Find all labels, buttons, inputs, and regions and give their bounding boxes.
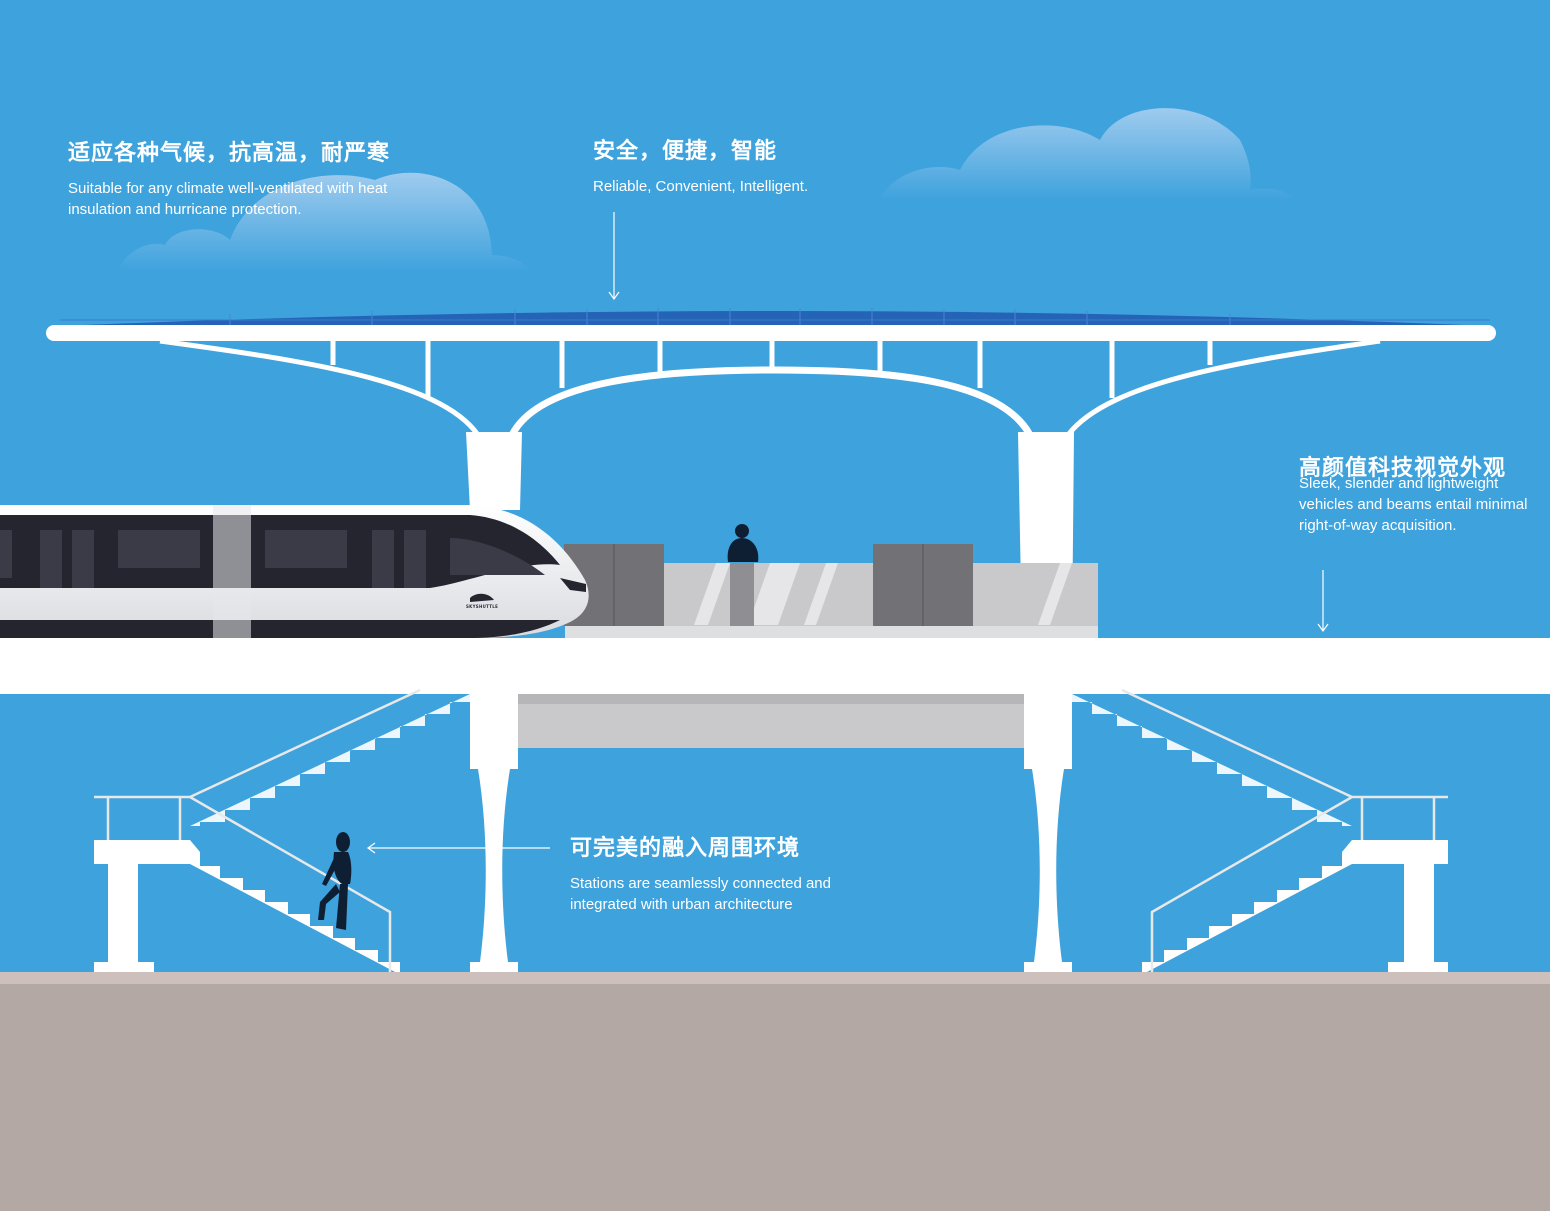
down-arrow-icon bbox=[1317, 570, 1329, 633]
callout-safety: 安全，便捷，智能 Reliable, Convenient, Intellige… bbox=[593, 138, 893, 197]
staircase-right bbox=[1072, 694, 1448, 972]
ground bbox=[0, 984, 1550, 1211]
callout-design-desc: Sleek, slender and lightweight vehicles … bbox=[1299, 475, 1528, 534]
train-logo: SKYSHUTTLE bbox=[466, 604, 499, 609]
deck-beam bbox=[0, 638, 1550, 694]
column bbox=[470, 694, 1072, 972]
callout-design: 高颜值科技视觉外观 Sleek, slender and lightweight… bbox=[1299, 455, 1539, 536]
left-arrow-icon bbox=[366, 842, 550, 854]
concourse-beam-top bbox=[516, 694, 1024, 704]
callout-climate-title: 适应各种气候，抗高温，耐严寒 bbox=[68, 141, 391, 166]
down-arrow-icon bbox=[608, 212, 620, 301]
platform-booth bbox=[873, 544, 973, 626]
roof-truss bbox=[159, 338, 1381, 437]
cloud-icon bbox=[118, 172, 530, 272]
person-silhouette-icon bbox=[318, 832, 352, 930]
staircase-left bbox=[94, 694, 470, 972]
callout-climate-desc: Suitable for any climate well-ventilated… bbox=[68, 180, 388, 218]
callout-urban-desc: Stations are seamlessly connected and in… bbox=[570, 875, 831, 913]
callout-safety-title: 安全，便捷，智能 bbox=[593, 139, 778, 164]
stair-railing-left bbox=[94, 688, 421, 972]
person-silhouette-icon bbox=[727, 524, 759, 626]
train bbox=[0, 505, 589, 638]
stair-railing-right bbox=[1121, 688, 1448, 972]
platform-screen-glare bbox=[694, 563, 1072, 625]
cloud-icon bbox=[880, 108, 1295, 200]
callout-urban-title: 可完美的融入周围环境 bbox=[570, 836, 801, 861]
callout-design-title: 高颜值科技视觉外观 bbox=[1299, 456, 1507, 481]
ground-edge bbox=[0, 972, 1550, 984]
platform-floor bbox=[565, 625, 1098, 639]
callout-safety-desc: Reliable, Convenient, Intelligent. bbox=[593, 178, 809, 195]
callout-climate: 适应各种气候，抗高温，耐严寒 Suitable for any climate … bbox=[68, 140, 428, 220]
callout-urban: 可完美的融入周围环境 Stations are seamlessly conne… bbox=[570, 835, 890, 915]
roof-canopy bbox=[46, 308, 1496, 341]
